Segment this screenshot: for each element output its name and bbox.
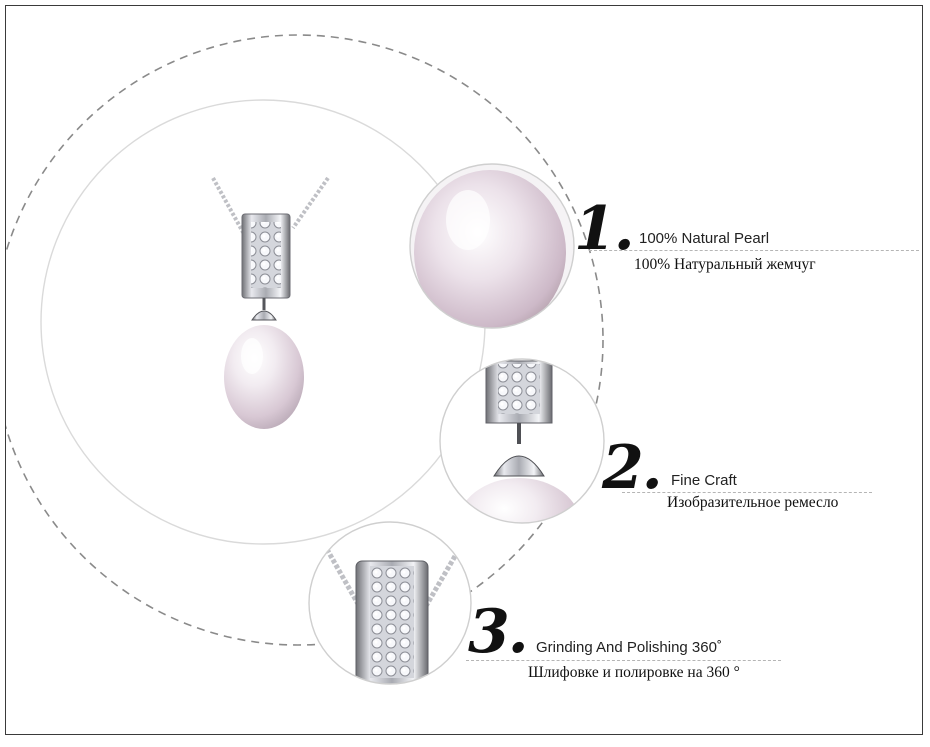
feature-3-number: 3. [468,597,529,667]
illustration [6,34,605,685]
dashed-circle [6,34,604,646]
feature-3-title-en: Grinding And Polishing 360˚ [536,639,722,656]
bail-closeup [440,359,604,523]
feature-3-title-ru: Шлифовке и полировке на 360 ° [528,664,740,681]
feature-3-divider [466,660,781,661]
outline-circle [40,99,486,545]
feature-2-title-en: Fine Craft [671,472,737,489]
feature-1-number: 1. [574,194,635,264]
feature-2-title-ru: Изобразительное ремесло [667,494,839,511]
feature-1-divider [589,250,919,251]
feature-1-title-en: 100% Natural Pearl [639,230,770,247]
pendant-image [211,176,330,429]
feature-1-title-ru: 100% Натуральный жемчуг [634,256,816,273]
product-feature-panel: 1. 100% Natural Pearl 100% Натуральный ж… [5,5,923,735]
gem-bail-closeup [309,522,471,684]
pearl-closeup [410,164,574,328]
feature-2-number: 2. [602,433,663,503]
feature-2-divider [622,492,872,493]
